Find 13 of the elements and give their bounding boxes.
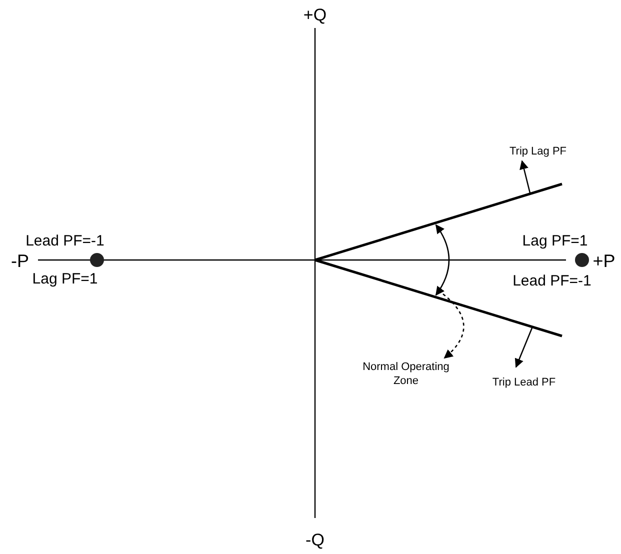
axis-label: Trip Lag PF <box>509 146 567 158</box>
axis-label: Lead PF=-1 <box>26 234 104 248</box>
axis-label: +P <box>592 252 616 270</box>
axis-label: Lag PF=1 <box>522 234 588 248</box>
axis-label: Trip Lead PF <box>492 378 556 388</box>
axis-label: +Q <box>303 6 327 24</box>
axis-label: -Q <box>306 532 324 548</box>
angle-arc-arrow <box>435 224 450 296</box>
axis-label: -P <box>11 252 29 270</box>
axis-label: Lead PF=-1 <box>512 274 592 288</box>
axis-label: Lag PF=1 <box>32 272 98 286</box>
dashed-arrow <box>442 294 464 359</box>
zone-label: Normal Operating Zone <box>362 361 450 389</box>
